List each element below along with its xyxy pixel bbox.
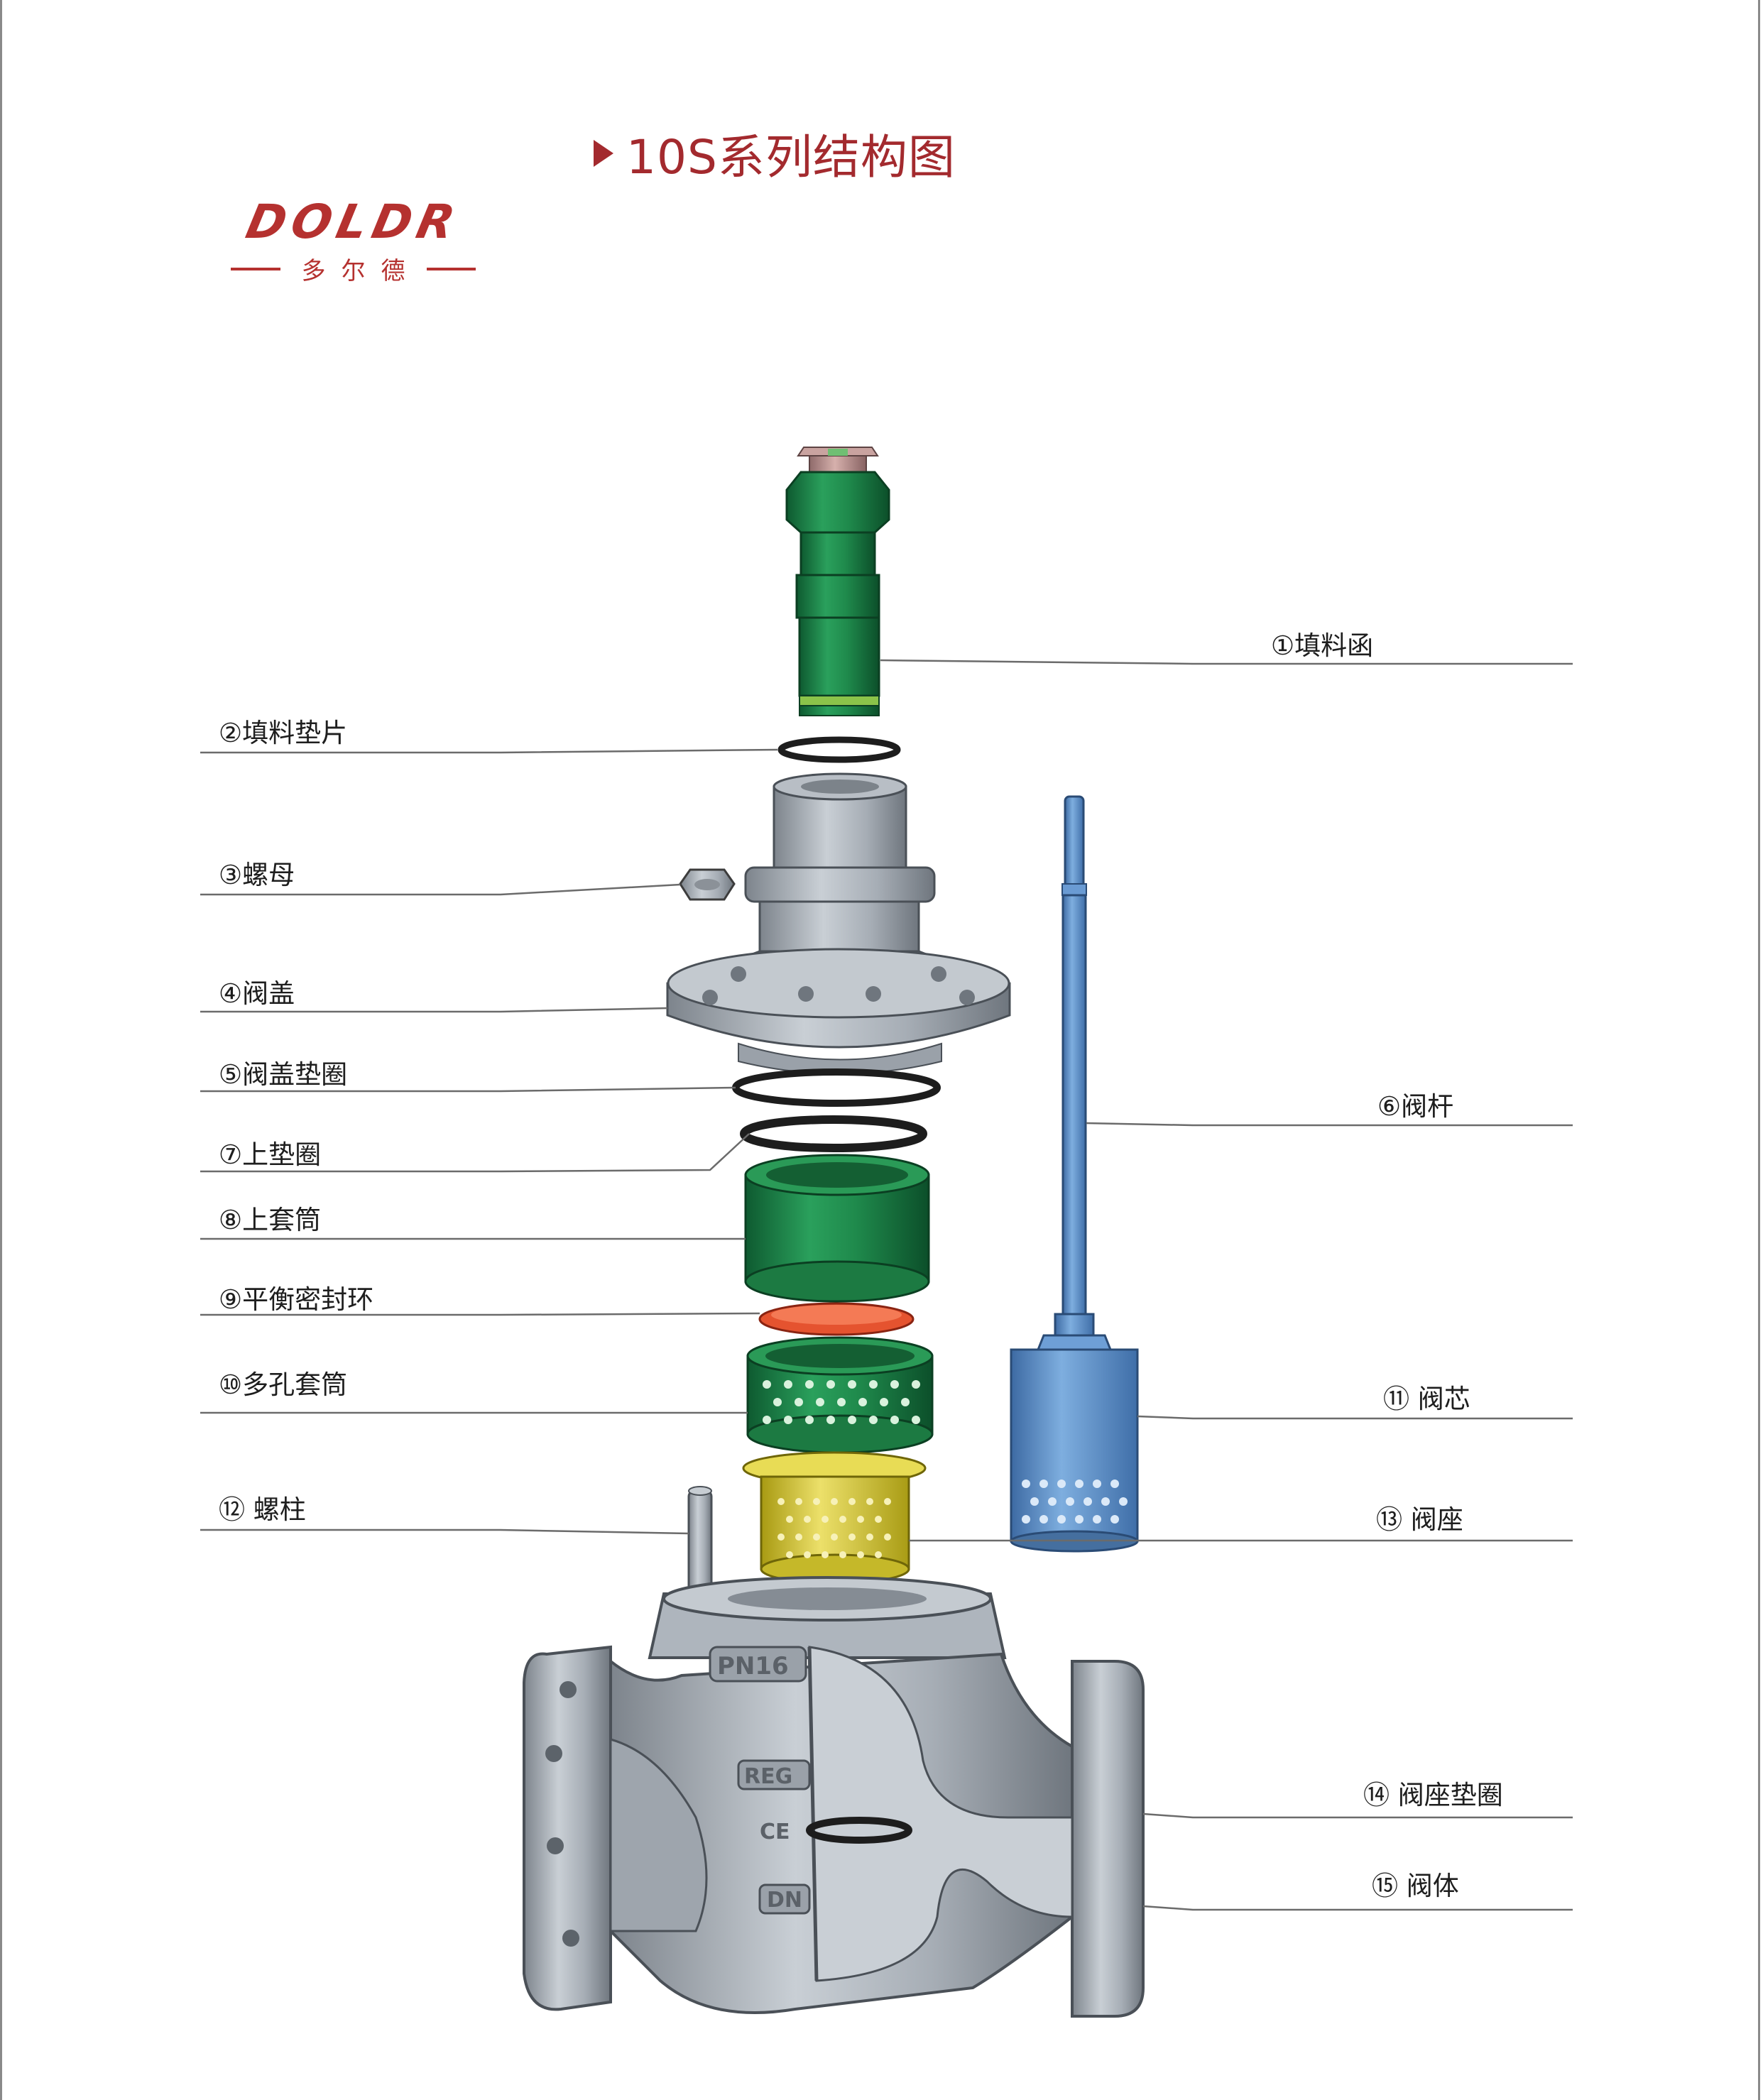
leader-line-p4: [200, 1007, 668, 1013]
leader-line-p1: [880, 659, 1573, 665]
nut-part: [679, 868, 736, 901]
body-marking-pn16: PN16: [717, 1652, 789, 1680]
leader-line-p2: [200, 748, 778, 754]
brand-logo: DOLDR 多尔德: [231, 195, 476, 285]
leader-line-p3: [200, 883, 681, 896]
body-marking-ce: CE: [760, 1820, 790, 1844]
leader-line-p15: [1142, 1905, 1573, 1911]
label-nut: ③螺母: [219, 860, 295, 890]
leader-line-p12: [200, 1528, 689, 1535]
packing-box-part: [785, 447, 890, 716]
leader-line-p5: [200, 1086, 736, 1093]
upper-sleeve-part: [744, 1154, 930, 1303]
leader-line-p6: [1086, 1122, 1573, 1127]
body-marking-dn: DN: [767, 1888, 802, 1913]
logo-rule-left: [231, 267, 280, 270]
leader-line-p7: [200, 1133, 750, 1173]
triangle-marker-icon: [594, 140, 613, 167]
upper-gasket-part: [740, 1115, 927, 1152]
perforated-sleeve-part: [746, 1336, 934, 1454]
bonnet-gasket-part: [732, 1068, 941, 1107]
label-stud: ⑫ 螺柱: [219, 1494, 306, 1525]
balance-seal-ring-part: [758, 1302, 915, 1336]
leader-line-p11: [1137, 1415, 1573, 1420]
logo-rule-right: [426, 267, 476, 270]
valve-body-part: PN16 REG CE DN: [523, 1576, 1145, 2018]
label-valve-plug: ⑪ 阀芯: [1383, 1384, 1470, 1414]
leader-lines: [200, 659, 1573, 1911]
leader-line-p9: [200, 1312, 760, 1316]
bonnet-part: [666, 772, 1011, 1075]
label-upper-sleeve: ⑧上套筒: [219, 1205, 322, 1235]
packing-gasket-part: [777, 736, 901, 763]
valve-seat-part: [742, 1451, 927, 1585]
label-seat-gasket: ⑭ 阀座垫圈: [1363, 1780, 1503, 1810]
page-title-text: 10S系列结构图: [626, 130, 956, 185]
label-bonnet-gasket: ⑤阀盖垫圈: [219, 1059, 348, 1090]
label-valve-stem: ⑥阀杆: [1377, 1091, 1454, 1122]
label-upper-gasket: ⑦上垫圈: [219, 1139, 322, 1170]
label-packing-box: ①填料函: [1271, 630, 1374, 661]
label-balance-seal-ring: ⑨平衡密封环: [219, 1284, 374, 1315]
label-valve-body: ⑮ 阀体: [1372, 1871, 1459, 1901]
label-valve-seat: ⑬ 阀座: [1376, 1504, 1463, 1535]
leader-line-p14: [1142, 1812, 1573, 1819]
brand-logo-subtitle: 多尔德: [231, 251, 476, 286]
valve-stem-part: [1061, 795, 1087, 1316]
page-title: 10S系列结构图: [594, 119, 956, 187]
label-bonnet: ④阀盖: [219, 978, 295, 1009]
brand-logo-chinese: 多尔德: [301, 257, 421, 285]
label-perforated-sleeve: ⑩多孔套筒: [219, 1369, 348, 1400]
valve-plug-part: [1010, 1313, 1139, 1553]
body-marking-reg: REG: [744, 1764, 792, 1789]
label-packing-gasket: ②填料垫片: [219, 718, 348, 748]
